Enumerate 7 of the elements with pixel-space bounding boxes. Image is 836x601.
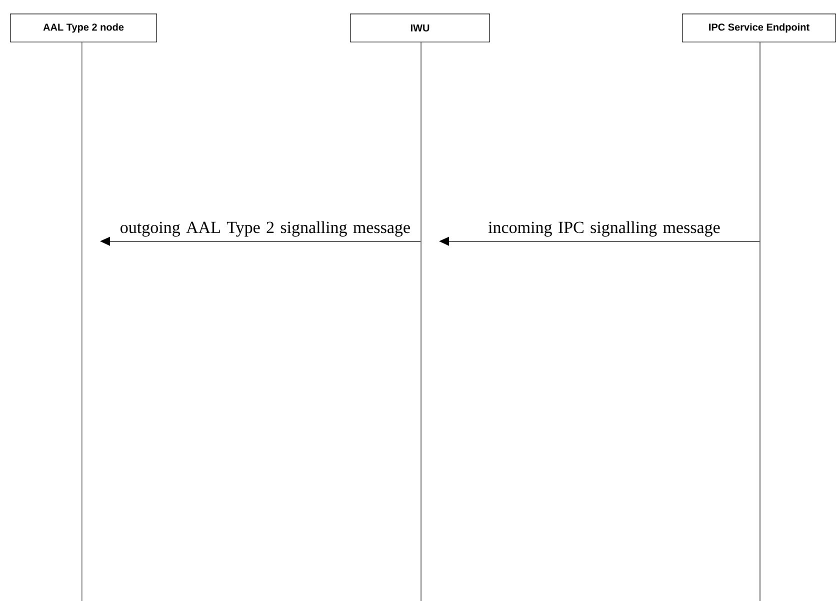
participant-box: IPC Service Endpoint xyxy=(682,14,836,42)
arrow xyxy=(439,236,760,246)
participant-box: IWU xyxy=(350,14,490,42)
edge-label: outgoing AAL Type 2 signalling message xyxy=(120,221,410,237)
edge-label: incoming IPC signalling message xyxy=(488,221,720,237)
participant-box: AAL Type 2 node xyxy=(10,14,157,42)
arrow xyxy=(100,236,421,246)
